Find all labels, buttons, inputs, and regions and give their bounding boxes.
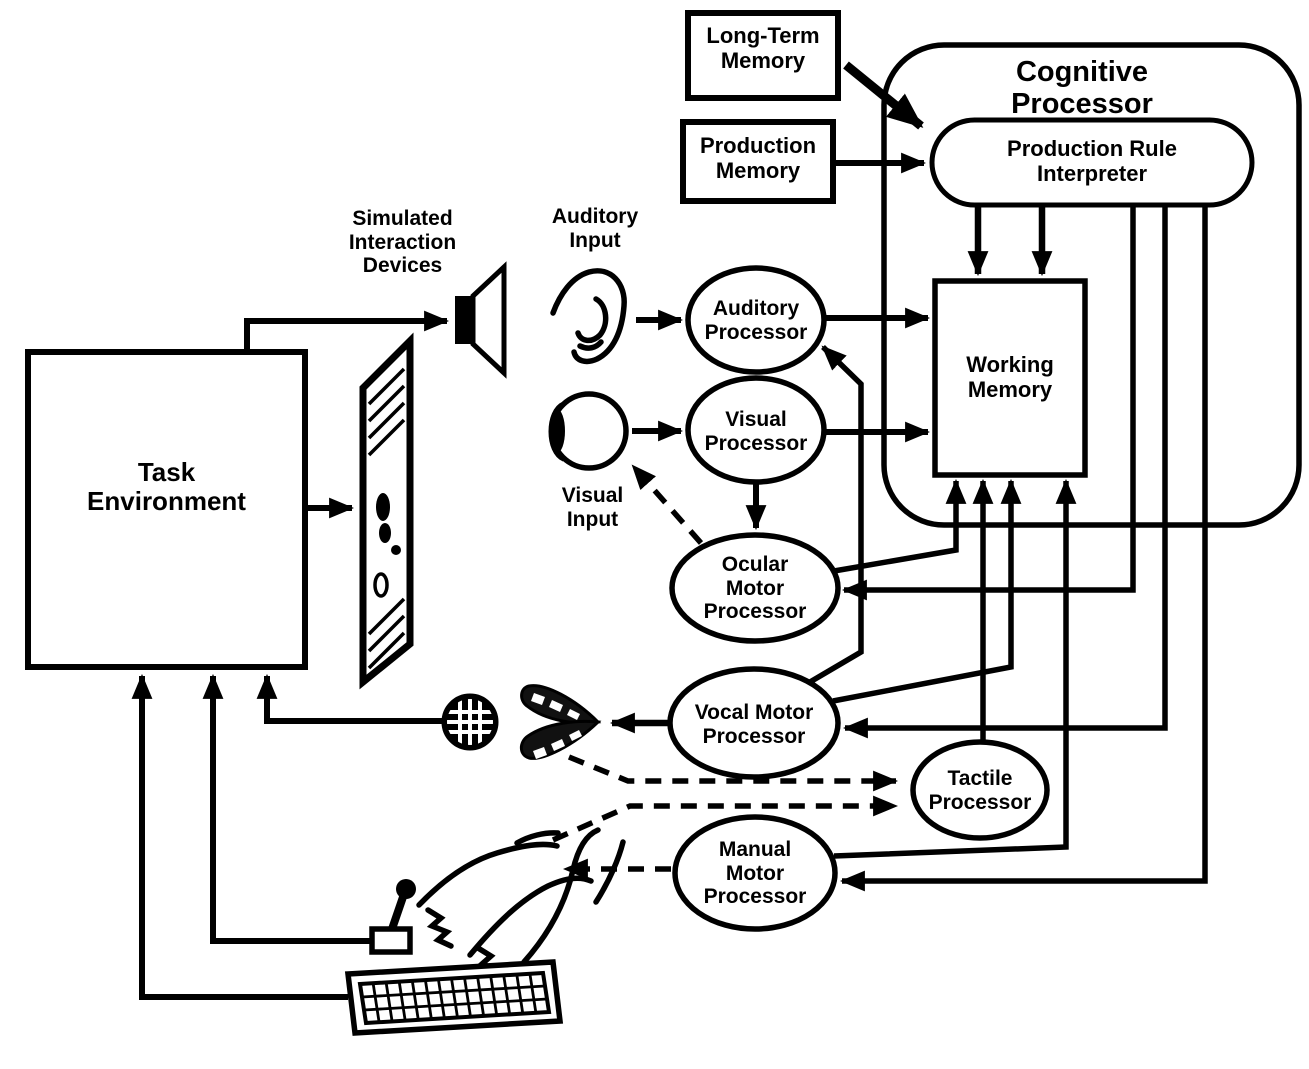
arrow-cp-to-manual (839, 205, 1208, 892)
speaker-icon (455, 261, 507, 379)
long-term-memory-label: Long-Term Memory (706, 23, 820, 73)
working-memory-box (932, 278, 1088, 478)
arrow-cp-to-vocal (842, 205, 1168, 739)
ear-icon (550, 268, 627, 365)
keyboard-icon (344, 959, 564, 1036)
display-icon (359, 332, 414, 690)
production-rule-interpreter-box (929, 117, 1255, 208)
arrow-ocular-to-eye-dashed (630, 464, 704, 545)
connector-arrows (131, 61, 1208, 1000)
arrow-manual-to-wm (833, 478, 1077, 859)
mouth-icon (519, 684, 602, 760)
arrow-te-to-speaker (244, 310, 450, 352)
arrow-mic-to-te (256, 673, 444, 724)
manual-motor-processor-ellipse (672, 814, 838, 932)
vocal-motor-processor-ellipse (667, 666, 841, 780)
ocular-motor-processor-ellipse (669, 532, 841, 644)
tactile-processor-ellipse (910, 739, 1050, 841)
arrow-vocal-to-wm (832, 478, 1022, 704)
task-environment-label: Task Environment (87, 457, 246, 517)
hand-icon (416, 827, 626, 986)
eye-icon (548, 391, 629, 471)
auditory-processor-label: Auditory Processor (704, 297, 808, 344)
working-memory-label: Working Memory (966, 352, 1054, 402)
joystick-icon (369, 879, 416, 955)
arrow-mouth-to-tactile-dashed (567, 754, 899, 792)
arrow-ltm-to-pri (843, 61, 924, 130)
arrow-vocal-to-auditory (808, 345, 864, 685)
tactile-processor-label: Tactile Processor (928, 767, 1032, 814)
simulated-interaction-devices-label: Simulated Interaction Devices (348, 207, 457, 278)
ocular-motor-processor-label: Ocular Motor Processor (703, 553, 807, 624)
visual-input-label: Visual Input (561, 484, 624, 531)
task-environment-box (25, 349, 308, 670)
arrow-cp-to-ocular (841, 205, 1136, 601)
arrow-ocular-to-wm (833, 478, 967, 574)
arrow-keyboard-to-te (131, 673, 348, 1000)
arrow-joystick-to-te (202, 673, 373, 944)
visual-processor-label: Visual Processor (704, 408, 808, 455)
production-rule-interpreter-label: Production Rule Interpreter (1007, 136, 1177, 186)
long-term-memory-box (685, 10, 841, 101)
auditory-input-label: Auditory Input (551, 205, 639, 252)
vocal-motor-processor-label: Vocal Motor Processor (694, 701, 814, 748)
production-memory-label: Production Memory (699, 133, 817, 183)
production-memory-box (680, 119, 836, 204)
dashed-connectors (551, 464, 899, 880)
arrow-hand-to-tactile-dashed (551, 795, 899, 843)
manual-motor-processor-label: Manual Motor Processor (703, 838, 807, 909)
microphone-icon (441, 693, 499, 751)
cognitive-processor-label: Cognitive Processor (1011, 56, 1153, 121)
